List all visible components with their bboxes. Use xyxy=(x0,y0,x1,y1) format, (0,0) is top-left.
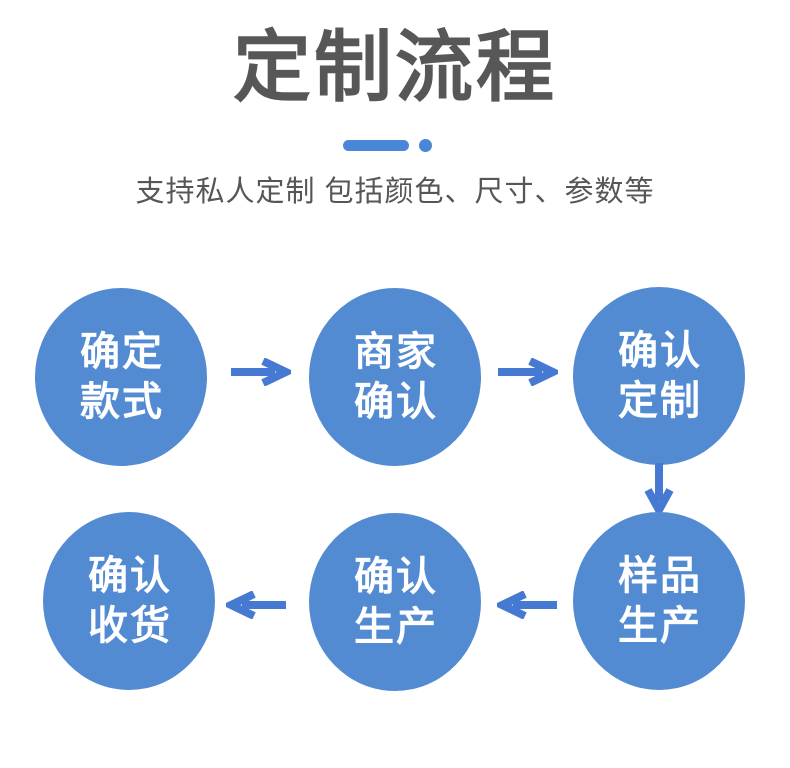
step-circle-2-merchant-confirm: 商家 确认 xyxy=(309,288,481,466)
divider-dot-icon xyxy=(418,139,432,152)
page-title: 定制流程 xyxy=(232,23,557,111)
arrow-left-icon xyxy=(226,591,286,619)
step-circle-5-confirm-production: 确认 生产 xyxy=(309,513,481,691)
arrow-left-icon xyxy=(497,591,557,619)
step-label-line: 商家 xyxy=(354,330,438,374)
step-label-line: 确认 xyxy=(354,555,438,599)
page-subtitle: 支持私人定制 包括颜色、尺寸、参数等 xyxy=(135,176,655,208)
arrow-right-icon xyxy=(498,358,558,386)
step-label-line: 确认 xyxy=(88,554,172,598)
step-circle-4-sample-production: 样品 生产 xyxy=(573,512,745,690)
title-divider xyxy=(0,139,782,152)
step-label-line: 生产 xyxy=(618,604,702,648)
arrow-right-icon xyxy=(231,358,291,386)
step-label-line: 样品 xyxy=(618,554,702,598)
step-circle-6-confirm-receipt: 确认 收货 xyxy=(43,512,215,690)
step-label-line: 生产 xyxy=(354,605,438,649)
arrow-down-icon xyxy=(644,463,674,513)
step-label-line: 确定 xyxy=(80,330,164,374)
step-label-line: 确认 xyxy=(618,329,702,373)
step-label-line: 收货 xyxy=(88,604,172,648)
step-label-line: 款式 xyxy=(80,380,164,424)
step-circle-1-determine-style: 确定 款式 xyxy=(35,288,207,466)
step-label-line: 定制 xyxy=(618,379,702,423)
step-circle-3-confirm-customization: 确认 定制 xyxy=(573,287,745,465)
divider-line-icon xyxy=(342,140,409,151)
step-label-line: 确认 xyxy=(354,380,438,424)
